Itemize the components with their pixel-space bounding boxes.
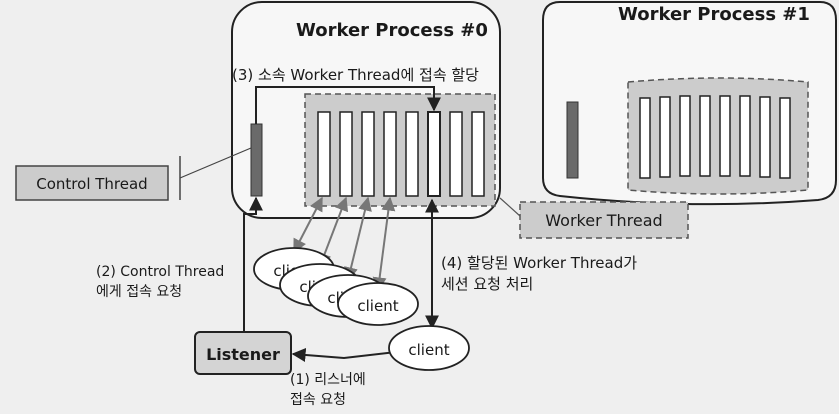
client-bottom: client: [388, 325, 470, 371]
control-thread-leader: [179, 147, 252, 179]
worker-thread-leader: [499, 197, 521, 217]
step2-label-line1: (2) Control Thread: [96, 264, 224, 280]
worker-thread-slot: [405, 111, 419, 197]
worker-thread-slot: [639, 97, 651, 179]
step2-arrow: [243, 196, 263, 332]
worker-thread-slot: [361, 111, 375, 197]
client-4: client: [337, 282, 419, 326]
control-thread-bar-1: [566, 101, 579, 179]
worker-thread-slot: [739, 95, 751, 177]
step4-label-line1: (4) 할당된 Worker Thread가: [441, 254, 637, 272]
step1-arrow: [291, 348, 397, 362]
worker-thread-pool-0: [304, 93, 496, 207]
step4-label-line2: 세션 요청 처리: [441, 275, 533, 293]
worker-thread-slot: [779, 97, 791, 179]
worker-thread-slot: [699, 95, 711, 177]
worker-thread-slot: [719, 95, 731, 177]
worker-thread-bars-0: [317, 111, 485, 197]
step3-arrow: [255, 86, 441, 124]
worker-thread-label-box: [519, 201, 689, 239]
step1-label-line1: (1) 리스너에: [290, 372, 366, 388]
step2-label-line2: 에게 접속 요청: [96, 284, 182, 300]
session-arrow: [344, 196, 372, 282]
listener-label: Listener: [206, 345, 280, 364]
worker-process-1-title: Worker Process #1: [618, 4, 810, 25]
worker-thread-bars-1: [639, 95, 791, 179]
worker-thread-slot-assigned: [427, 111, 441, 197]
worker-thread-slot: [339, 111, 353, 197]
worker-thread-slot: [471, 111, 485, 197]
worker-thread-label: Worker Thread: [545, 211, 662, 230]
worker-thread-slot: [317, 111, 331, 197]
step3-label: (3) 소속 Worker Thread에 접속 할당: [232, 66, 479, 84]
session-arrow: [293, 196, 323, 254]
worker-thread-slot: [383, 111, 397, 197]
client-bottom-label: client: [408, 341, 449, 359]
worker-process-0-title: Worker Process #0: [296, 20, 488, 41]
listener-box: [194, 331, 292, 375]
worker-thread-slot: [679, 95, 691, 177]
client-4-label: client: [357, 297, 398, 315]
control-thread-label: Control Thread: [36, 175, 147, 193]
step1-label-line2: 접속 요청: [290, 392, 346, 408]
session-arrow: [372, 196, 396, 292]
worker-thread-slot: [449, 111, 463, 197]
control-thread-label-box: [15, 165, 169, 201]
worker-thread-slot: [759, 96, 771, 178]
control-thread-bar-0: [250, 123, 263, 197]
worker-thread-slot: [659, 96, 671, 178]
